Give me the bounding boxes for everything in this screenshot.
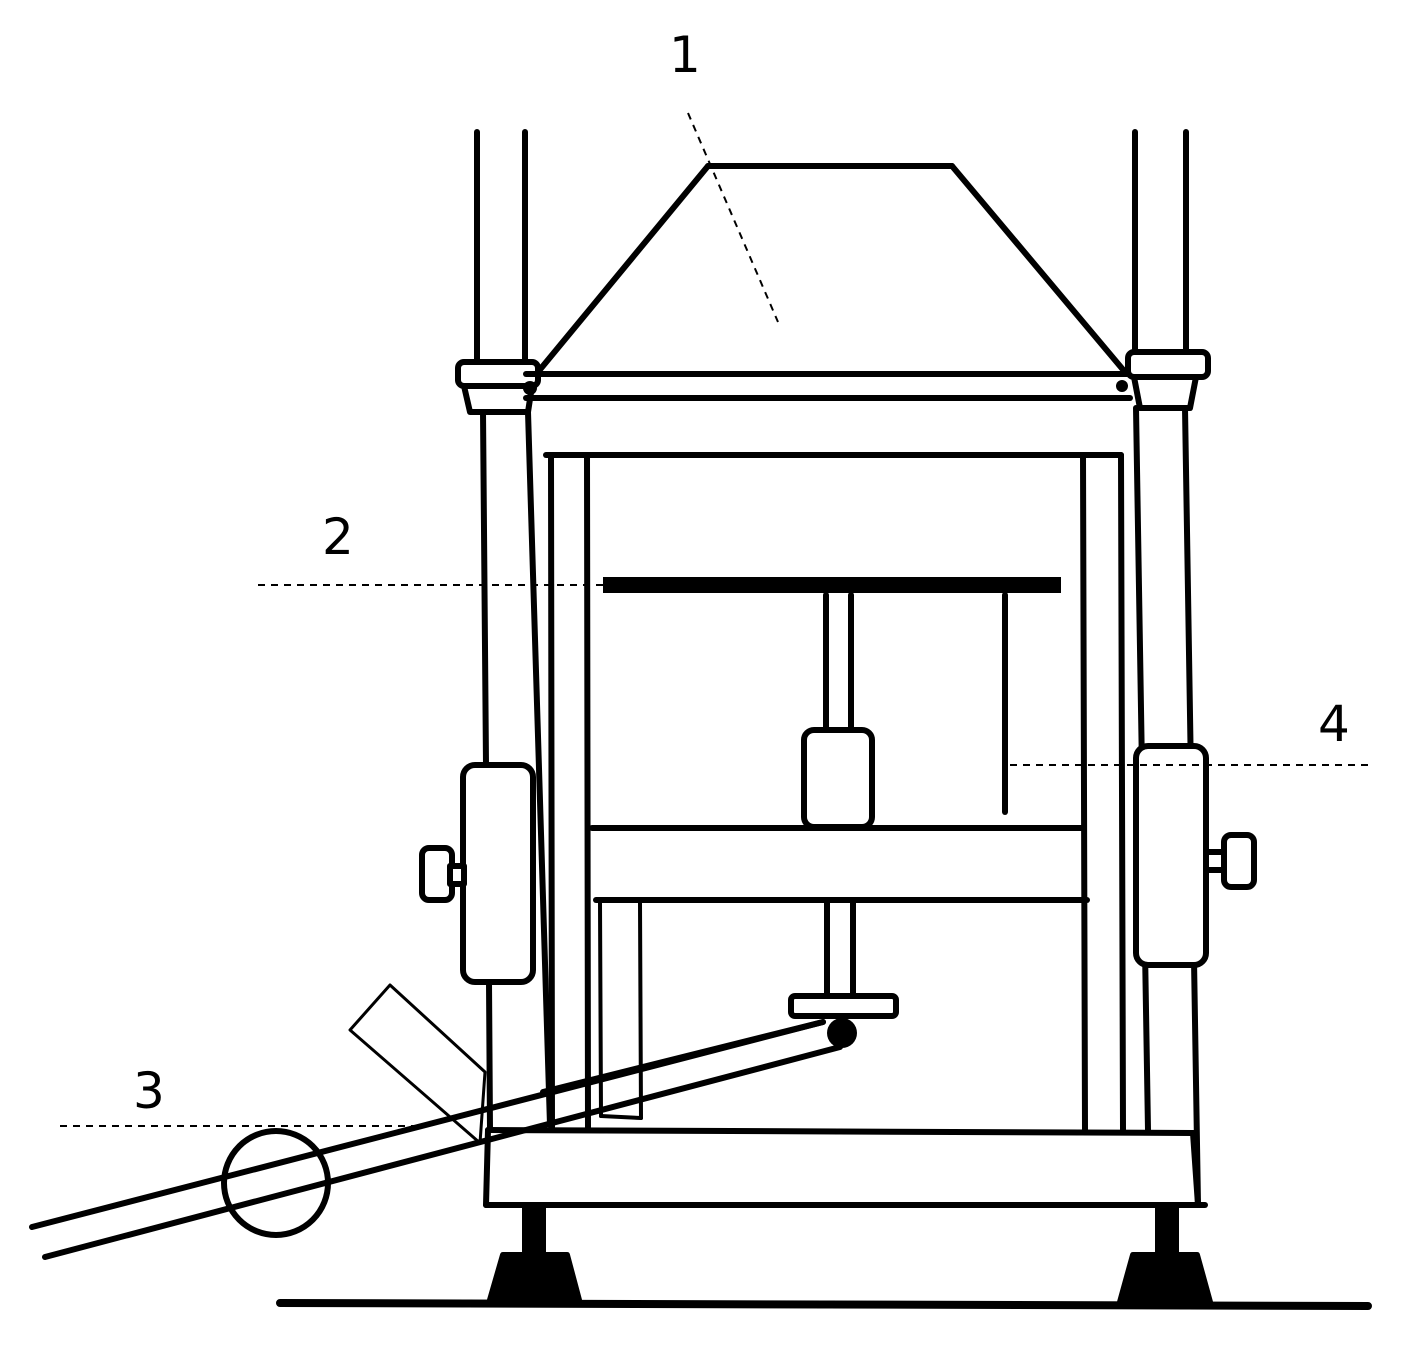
inner-frame [543,452,1126,1133]
lower-shaft [788,900,899,1019]
guide-plate [598,901,643,1120]
pivot-joint [827,1018,857,1048]
callout-4: 4 [1318,695,1350,753]
ground-line [276,1299,1372,1310]
callout-3: 3 [133,1062,165,1120]
hood-cover [535,163,1128,375]
angled-bracket [348,983,487,1145]
load-column [801,592,875,830]
leader-lines [60,112,1372,1127]
top-crossbeam [523,371,1133,401]
callout-1: 1 [669,26,701,84]
base-block [483,1127,1208,1208]
middle-crossbeam [589,825,1090,903]
lever-arm [29,1019,843,1260]
right-foot [1117,1205,1213,1305]
counterweight [221,1128,331,1238]
left-clamp [419,762,536,985]
left-guide-rods [474,129,553,1133]
callout-2: 2 [322,508,354,566]
right-collar [1125,349,1211,411]
leader-1 [687,112,779,323]
right-guide-rods [1132,129,1201,1208]
left-foot [487,1205,582,1303]
right-clamp [1133,743,1257,968]
